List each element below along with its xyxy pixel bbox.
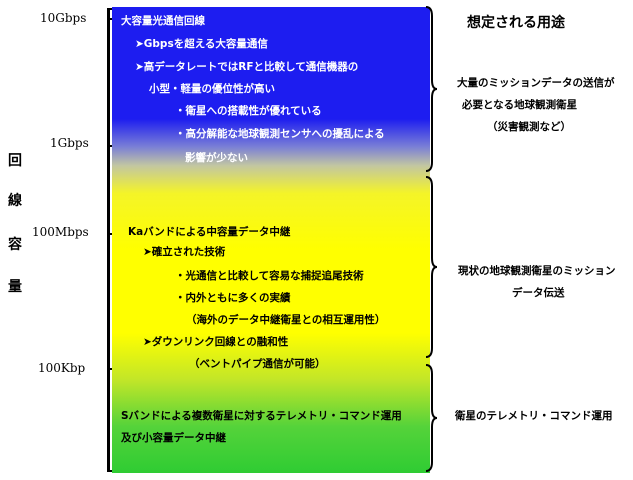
ka-line: ・光通信と比較して容易な捕捉追尾技術 bbox=[175, 270, 364, 282]
optical-line: ➤Gbpsを超える大容量通信 bbox=[135, 38, 268, 50]
use-bottom-line: 衛星のテレメトリ・コマンド運用 bbox=[455, 410, 613, 422]
tick-label-1gbps: 1Gbps bbox=[50, 136, 89, 150]
use-middle-line: 現状の地球観測衛星のミッション bbox=[458, 265, 616, 277]
s-line: 及び小容量データ中継 bbox=[121, 432, 226, 444]
ka-line: ➤確立された技術 bbox=[143, 246, 226, 258]
ka-line: ➤ダウンリンク回線との融和性 bbox=[143, 336, 289, 348]
uses-heading: 想定される用途 bbox=[467, 15, 565, 31]
optical-line: 影響が少ない bbox=[185, 152, 248, 164]
optical-line: ➤高データレートではRFと比較して通信機器の bbox=[135, 61, 359, 73]
use-top-line: （災害観測など） bbox=[487, 121, 571, 133]
tick-label-100mbps: 100Mbps bbox=[32, 225, 89, 239]
axis-title-char: 回 bbox=[8, 153, 22, 169]
s-title: Sバンドによる複数衛星に対するテレメトリ・コマンド運用 bbox=[121, 410, 402, 422]
ka-title: Kaバンドによる中容量データ中継 bbox=[128, 226, 291, 238]
use-top-line: 必要となる地球観測衛星 bbox=[462, 99, 578, 111]
capacity-gradient-band bbox=[112, 7, 430, 473]
axis-title-char: 線 bbox=[8, 193, 22, 209]
tick-label-100kbp: 100Kbp bbox=[38, 361, 86, 375]
optical-line: ・高分解能な地球観測センサへの擾乱による bbox=[175, 128, 385, 140]
use-middle-line: データ伝送 bbox=[512, 287, 565, 299]
axis-bracket-top bbox=[107, 8, 115, 10]
axis-bracket-bottom bbox=[107, 470, 115, 472]
optical-line: ・衛星への搭載性が優れている bbox=[175, 105, 322, 117]
brace-middle bbox=[424, 176, 438, 358]
ka-line: （海外のデータ中継衛星との相互運用性） bbox=[186, 314, 386, 326]
brace-top bbox=[424, 6, 438, 172]
tick-label-10gbps: 10Gbps bbox=[40, 11, 87, 25]
ka-line: （ベントパイプ通信が可能） bbox=[189, 358, 326, 370]
optical-line: 小型・軽量の優位性が高い bbox=[149, 83, 275, 95]
use-top-line: 大量のミッションデータの送信が bbox=[457, 77, 615, 89]
optical-title: 大容量光通信回線 bbox=[121, 15, 205, 27]
axis-title-char: 容 bbox=[8, 237, 22, 253]
axis-title-char: 量 bbox=[8, 279, 22, 295]
brace-bottom bbox=[424, 364, 438, 472]
ka-line: ・内外ともに多くの実績 bbox=[175, 292, 291, 304]
axis-line bbox=[107, 8, 110, 472]
